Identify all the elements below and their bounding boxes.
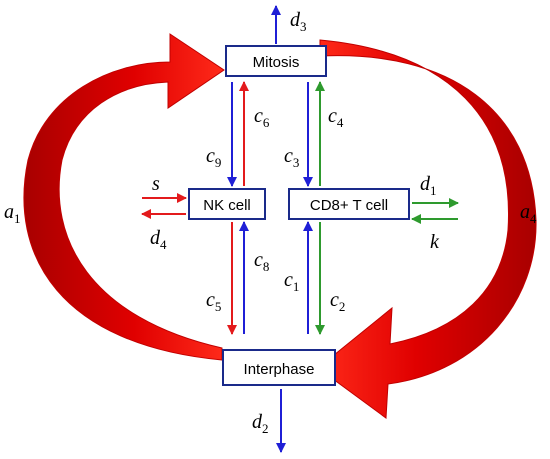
label-c6: c6 [254,105,270,130]
label-c1: c1 [284,269,299,294]
cd8-t-cell-label: CD8+ T cell [310,197,388,214]
interphase-node: Interphase [222,349,336,386]
label-a1: a1 [4,201,21,226]
label-d2: d2 [252,411,269,436]
left-cycle-arrow [23,33,225,361]
label-c5: c5 [206,289,221,314]
nk-cell-label: NK cell [203,197,251,214]
label-s: s [152,173,160,195]
label-c2: c2 [330,289,345,314]
cd8-t-cell-node: CD8+ T cell [288,188,410,220]
label-d1: d1 [420,173,437,198]
label-c8: c8 [254,249,269,274]
label-c9: c9 [206,145,221,170]
label-d4: d4 [150,227,167,252]
right-cycle-arrow [317,39,537,419]
label-a4: a4 [520,201,537,226]
mitosis-label: Mitosis [253,54,300,71]
label-c4: c4 [328,105,344,130]
label-k: k [430,231,440,253]
mitosis-node: Mitosis [225,45,327,77]
interphase-label: Interphase [244,361,315,378]
label-c3: c3 [284,145,299,170]
nk-cell-node: NK cell [188,188,266,220]
label-d3: d3 [290,9,307,34]
